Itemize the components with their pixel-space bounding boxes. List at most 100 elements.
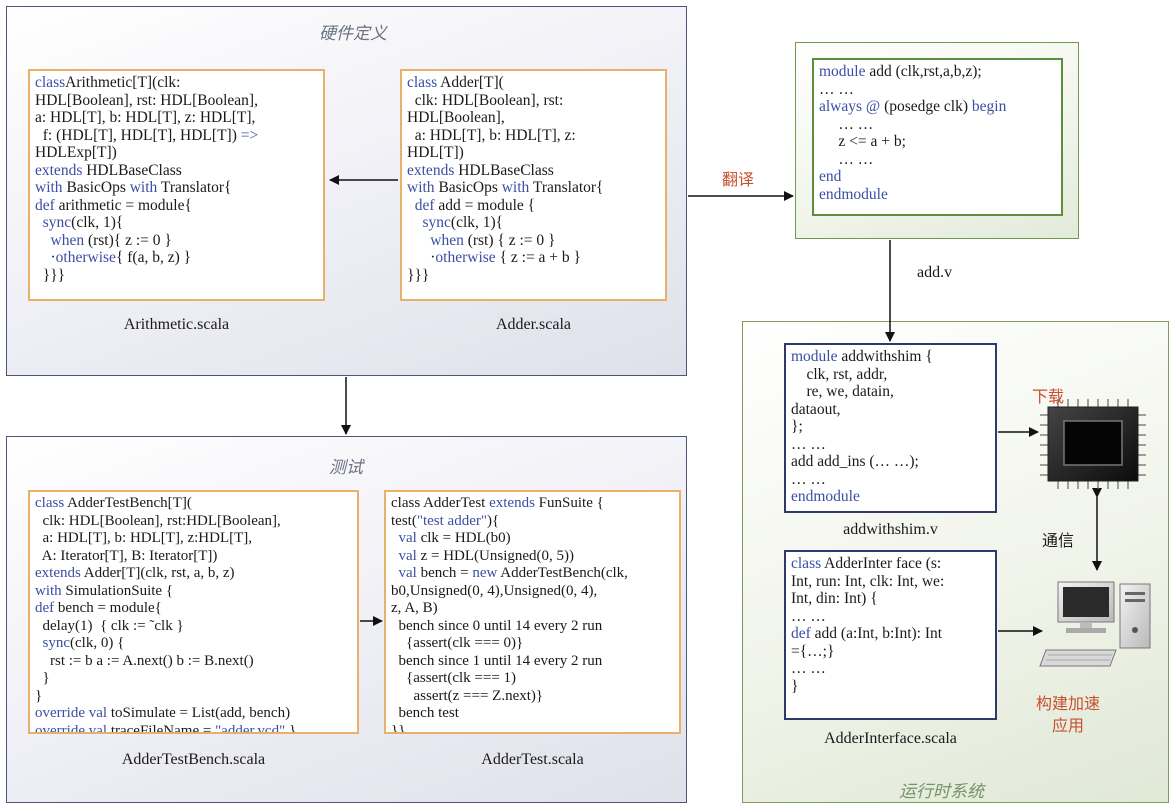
code-text: … … — [791, 660, 826, 677]
code-text: BasicOps — [434, 179, 502, 196]
addertest-file-caption: AdderTest.scala — [481, 751, 584, 768]
code-line: when (rst){ z := 0 } — [35, 232, 318, 250]
code-line: sync(clk, 1){ — [407, 214, 660, 232]
code-string: "adder.vcd" — [215, 722, 286, 734]
code-line: z <= a + b; — [819, 133, 1056, 151]
code-text: HDL[Boolean], rst: HDL[Boolean], — [35, 91, 258, 109]
code-keyword: class — [35, 74, 66, 91]
panel-title-hardware: 硬件定义 — [319, 24, 387, 43]
code-line: delay(1) { clk := ˜clk } — [35, 618, 352, 636]
code-line: sync(clk, 0) { — [35, 635, 352, 653]
code-line: val bench = new AdderTestBench(clk, — [391, 565, 674, 583]
arithmetic-code-block: classArithmetic[T](clk:HDL[Boolean], rst… — [28, 69, 325, 301]
code-line: clk: HDL[Boolean], rst: — [407, 92, 660, 110]
code-text: … … — [819, 115, 874, 133]
code-keyword: extends — [489, 495, 535, 511]
code-text: bench since 1 until 14 every 2 run — [391, 652, 603, 669]
code-line: HDL[T]) — [407, 144, 660, 162]
code-line: HDLExp[T]) — [35, 144, 318, 162]
code-text: Adder[T](clk, rst, a, b, z) — [80, 565, 235, 581]
code-text: z = HDL(Unsigned(0, 5)) — [416, 547, 574, 564]
panel-title-runtime: 运行时系统 — [899, 782, 984, 801]
code-text: (clk, 1){ — [71, 214, 124, 231]
adder-file-caption: Adder.scala — [495, 316, 572, 333]
code-line: ·otherwise { z := a + b } — [407, 249, 660, 267]
code-text: (posedge clk) — [880, 98, 972, 115]
code-line: endmodule — [791, 488, 990, 506]
code-line: Int, run: Int, clk: Int, we: — [791, 573, 990, 591]
computer-icon — [1039, 581, 1151, 667]
fpga-chip-icon — [1040, 399, 1146, 489]
code-line: … … — [819, 151, 1056, 169]
code-line: … … — [791, 471, 990, 489]
code-keyword: end — [819, 168, 842, 185]
code-text: }}} — [35, 266, 66, 284]
code-line: HDL[Boolean], rst: HDL[Boolean], — [35, 92, 318, 110]
code-keyword: def — [35, 196, 55, 214]
code-text: }}} — [407, 266, 430, 284]
code-line: with BasicOps with Translator{ — [407, 179, 660, 197]
code-line: extends HDLBaseClass — [35, 162, 318, 180]
code-keyword: override val — [35, 722, 108, 734]
code-text: a: HDL[T], b: HDL[T], z:HDL[T], — [35, 530, 253, 546]
code-text: } — [35, 687, 43, 704]
code-line: sync(clk, 1){ — [35, 214, 318, 232]
code-text: ={…;} — [791, 642, 835, 660]
code-text: … … — [819, 80, 854, 98]
code-keyword: otherwise — [435, 249, 496, 266]
code-keyword: endmodule — [791, 488, 860, 505]
code-keyword: endmodule — [819, 185, 888, 203]
code-text: rst := b a := A.next() b := B.next() — [35, 652, 254, 669]
code-keyword: with — [129, 179, 158, 196]
code-line: def bench = module{ — [35, 600, 352, 618]
code-string: "test adder" — [416, 512, 487, 529]
code-text: add (a:Int, b:Int): Int — [810, 625, 943, 642]
testbench-code-block: class AdderTestBench[T]( clk: HDL[Boolea… — [28, 490, 359, 734]
code-text: BasicOps — [62, 179, 130, 196]
code-keyword: def — [414, 196, 435, 214]
code-keyword: when — [50, 231, 85, 249]
code-line: … … — [791, 660, 990, 678]
code-text: re, we, datain, — [791, 383, 894, 400]
code-line: extends Adder[T](clk, rst, a, b, z) — [35, 565, 352, 583]
code-keyword: new — [472, 565, 498, 581]
code-text: class AdderTest — [391, 495, 490, 511]
code-text: … … — [791, 470, 826, 488]
code-line: clk, rst, addr, — [791, 366, 990, 384]
code-line: ={…;} — [791, 643, 990, 661]
code-keyword: extends — [407, 161, 455, 179]
code-keyword: extends — [35, 565, 81, 581]
code-text: test( — [391, 512, 417, 529]
code-text: bench since 0 until 14 every 2 run — [391, 617, 603, 634]
code-keyword: when — [430, 231, 464, 249]
code-line: override val traceFileName = "adder.vcd"… — [35, 722, 352, 734]
code-text: assert(z === Z.next)} — [391, 687, 544, 704]
accel-app-label-line2: 应用 — [1052, 716, 1085, 735]
code-line: module addwithshim { — [791, 348, 990, 366]
code-text: delay(1) { clk := ˜clk } — [35, 617, 184, 634]
code-line: {assert(clk === 0)} — [391, 635, 674, 653]
panel-title-test: 测试 — [329, 458, 363, 477]
code-text: } — [791, 677, 799, 695]
download-label: 下载 — [1032, 387, 1065, 406]
code-keyword: => — [240, 126, 259, 144]
code-keyword: val — [398, 547, 417, 564]
code-text: } — [285, 722, 297, 734]
code-text: add add_ins (… …); — [791, 453, 919, 470]
code-line: def add (a:Int, b:Int): Int — [791, 625, 990, 643]
code-line: … … — [819, 116, 1056, 134]
code-line: class AdderTest extends FunSuite { — [391, 495, 674, 513]
code-line: end — [819, 168, 1056, 186]
code-text: · — [407, 249, 436, 266]
code-keyword: def — [791, 625, 811, 642]
code-text: traceFileName = — [107, 722, 216, 734]
code-line: }}} — [35, 267, 318, 285]
code-text: SimulationSuite { — [61, 582, 174, 599]
code-line: clk: HDL[Boolean], rst:HDL[Boolean], — [35, 513, 352, 531]
code-keyword: with — [35, 179, 63, 196]
code-line: def add = module { — [407, 197, 660, 215]
code-text: add = module { — [434, 196, 536, 214]
code-keyword: with — [501, 179, 530, 196]
code-text: … … — [791, 607, 826, 625]
code-line: val clk = HDL(b0) — [391, 530, 674, 548]
